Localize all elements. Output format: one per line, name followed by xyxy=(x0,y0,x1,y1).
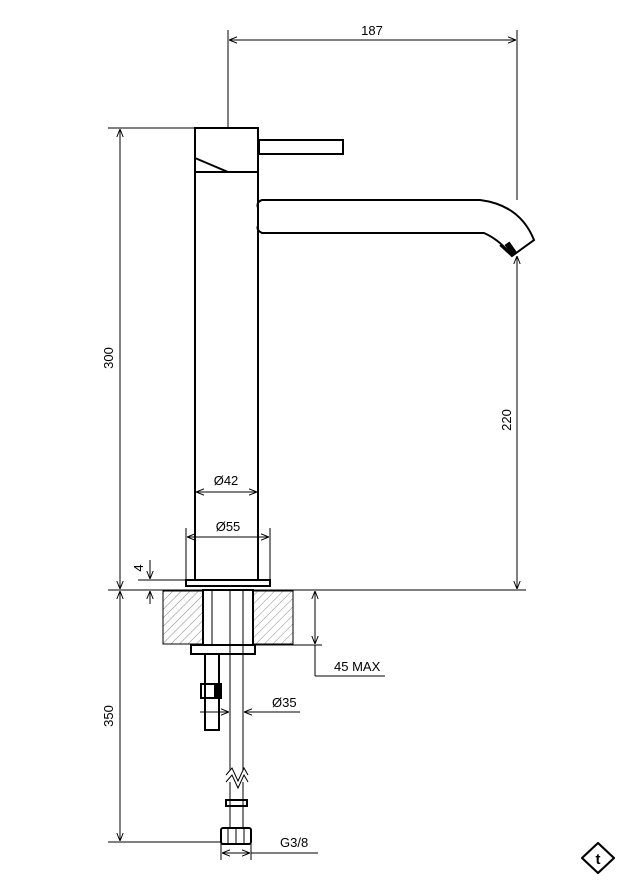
dimension-hole-diameter: Ø35 xyxy=(200,695,300,712)
dimension-connection: G3/8 xyxy=(220,835,318,860)
dimension-body-diameter: Ø42 xyxy=(196,473,257,492)
dimension-total-width: 187 xyxy=(227,23,518,200)
dimension-body-height: 300 xyxy=(101,127,195,589)
dimension-base-diameter: Ø55 xyxy=(185,519,271,580)
base-thickness-label: 4 xyxy=(131,564,146,571)
total-width-label: 187 xyxy=(361,23,383,38)
faucet-body xyxy=(185,127,536,587)
connection-label: G3/8 xyxy=(280,835,308,850)
spout-height-label: 220 xyxy=(499,409,514,431)
body-diameter-label: Ø42 xyxy=(214,473,239,488)
below-deck-length-label: 350 xyxy=(101,705,116,727)
dimension-counter-thickness: 45 MAX xyxy=(255,591,385,677)
base-diameter-label: Ø55 xyxy=(216,519,241,534)
hole-diameter-label: Ø35 xyxy=(272,695,297,710)
dimension-below-deck-length: 350 xyxy=(101,591,221,843)
under-deck-fixing xyxy=(190,589,256,845)
brand-logo-letter: t xyxy=(596,851,601,868)
dimension-spout-height: 220 xyxy=(499,256,517,589)
counter-thickness-label: 45 MAX xyxy=(334,659,381,674)
dimension-base-thickness: 4 xyxy=(131,560,186,604)
body-height-label: 300 xyxy=(101,347,116,369)
countertop xyxy=(108,589,526,645)
brand-logo: t xyxy=(580,841,616,875)
